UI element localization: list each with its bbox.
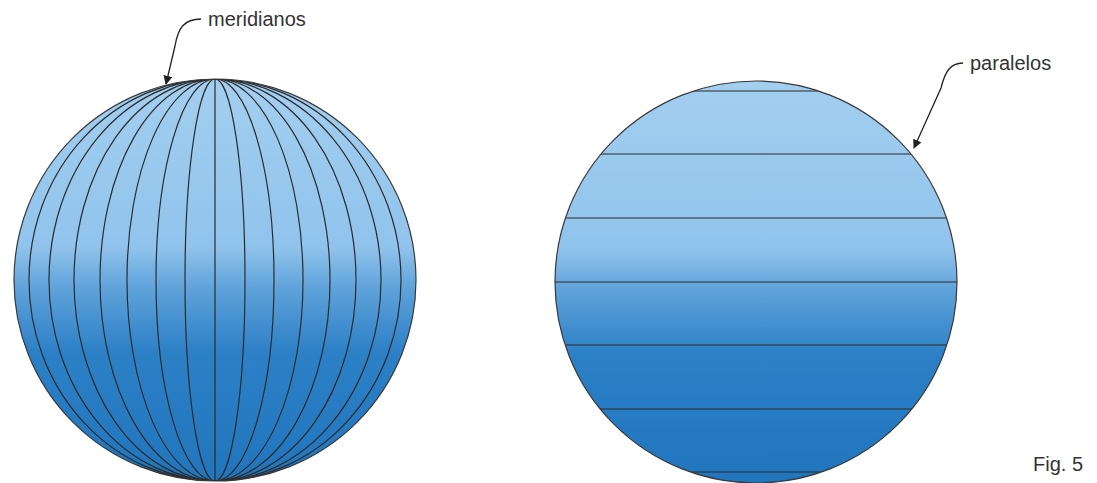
meridian-globe [14,79,416,481]
leader-line [166,19,201,84]
figure-number: Fig. 5 [1033,452,1083,476]
callout-label: paralelos [970,51,1051,75]
callout-label: meridianos [208,7,306,31]
leader-line [914,63,963,148]
parallel-globe [540,81,970,483]
